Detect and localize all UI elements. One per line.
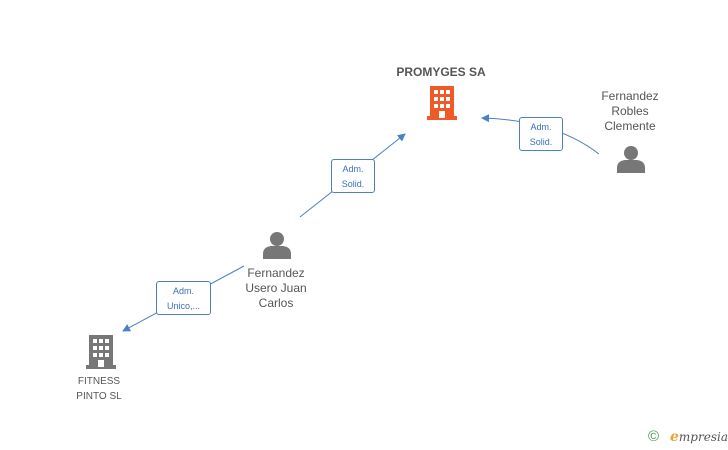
brand-logo: empresia <box>670 429 728 445</box>
copyright-icon: © <box>648 428 660 445</box>
person-icon[interactable] <box>263 232 291 259</box>
node-label-usero[interactable]: Fernandez Usero Juan Carlos <box>245 266 307 310</box>
edge-label-usero-fitness: Adm. Unico,... <box>156 281 211 315</box>
edge-label-robles-promyges: Adm. Solid. <box>519 117 563 151</box>
node-label-robles[interactable]: Fernandez Robles Clemente <box>601 89 659 133</box>
node-label-fitness[interactable]: FITNESS PINTO SL <box>76 376 122 402</box>
edge-label-usero-promyges: Adm. Solid. <box>331 159 375 193</box>
building-icon[interactable] <box>86 335 116 369</box>
person-icon[interactable] <box>617 146 645 173</box>
building-icon[interactable] <box>427 86 457 120</box>
node-label-promyges[interactable]: PROMYGES SA <box>396 65 486 79</box>
brand-initial: e <box>670 429 679 445</box>
brand-name: mpresia <box>678 430 728 444</box>
